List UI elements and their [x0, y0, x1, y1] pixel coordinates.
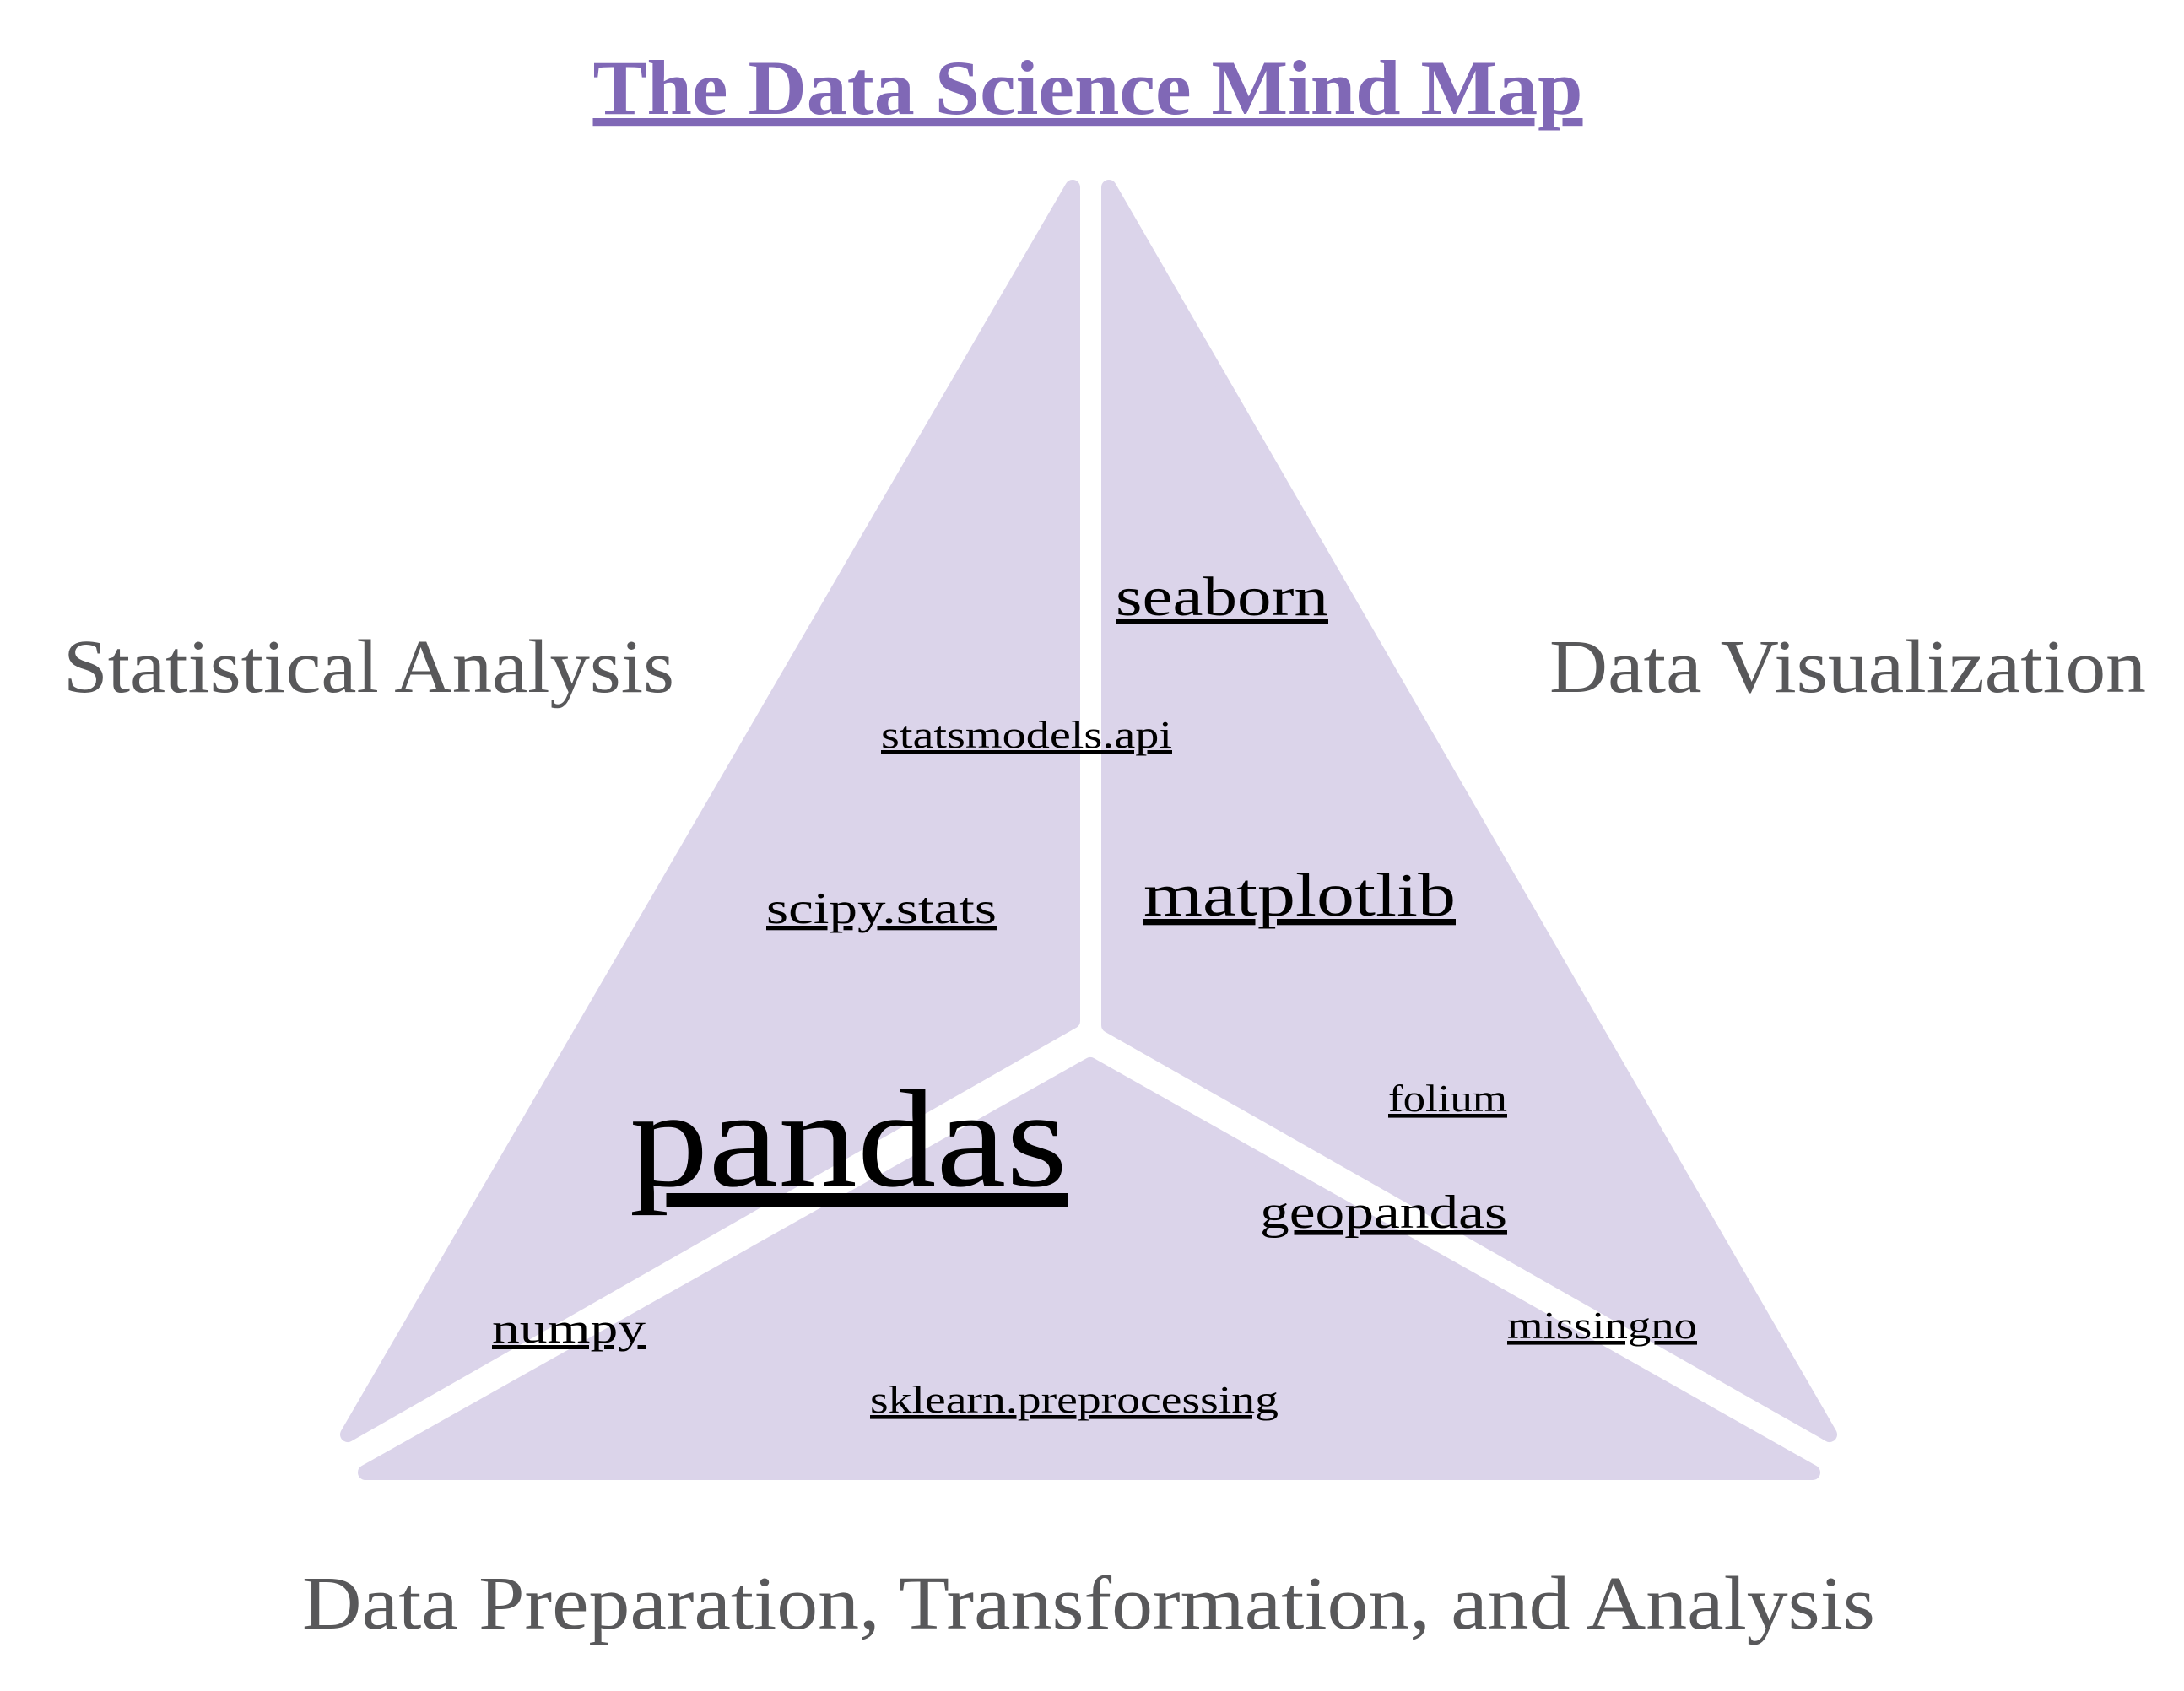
link-geopandas[interactable]: geopandas	[1260, 1186, 1507, 1239]
link-seaborn[interactable]: seaborn	[1116, 566, 1328, 628]
region-data-visualization	[1101, 180, 1837, 1442]
category-data-visualization: Data Visualization	[1549, 625, 2146, 709]
category-statistical-analysis: Statistical Analysis	[63, 625, 674, 709]
link-matplotlib[interactable]: matplotlib	[1143, 861, 1456, 929]
category-data-preparation: Data Preparation, Transformation, and An…	[302, 1562, 1875, 1645]
link-sklearn-preprocessing[interactable]: sklearn.preprocessing	[870, 1378, 1279, 1421]
link-scipy-stats[interactable]: scipy.stats	[766, 884, 997, 933]
link-pandas[interactable]: pandas	[630, 1062, 1068, 1216]
link-statsmodels[interactable]: statsmodels.api	[881, 713, 1172, 756]
region-statistical-analysis	[340, 180, 1080, 1442]
link-missingno[interactable]: missingno	[1507, 1304, 1697, 1347]
link-numpy[interactable]: numpy	[492, 1305, 646, 1352]
link-folium[interactable]: folium	[1388, 1077, 1507, 1120]
page-title: The Data Science Mind Map	[593, 45, 1583, 131]
region-data-preparation	[358, 1057, 1820, 1480]
